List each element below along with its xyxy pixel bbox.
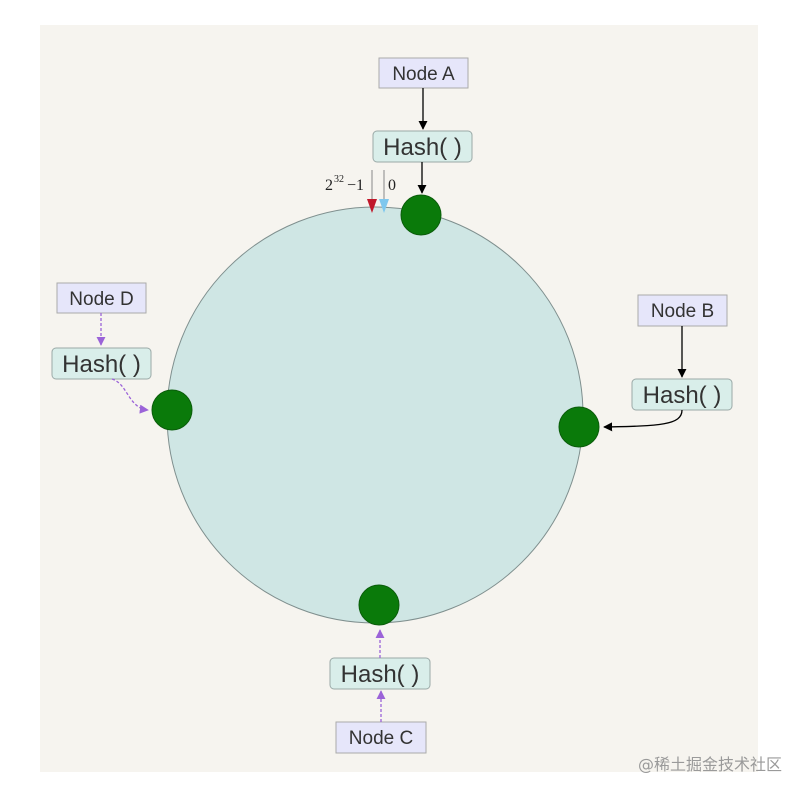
node-d-box [56,282,147,314]
hash-ring [166,206,584,624]
node-a-hash-label: Hash( ) [383,134,462,161]
node-c-group: Node C Hash( ) [329,584,431,754]
ring-boundary-markers: 2 32 −1 0 [325,170,396,213]
node-a-group: Node A Hash( ) [372,57,473,236]
node-d-ring-point [151,389,193,431]
node-a-ring-point [400,194,442,236]
node-d-hash-box [51,347,152,380]
node-d-label: Node D [69,289,133,310]
node-c-box [335,721,427,754]
node-c-ring-point [358,584,400,626]
node-b-hash-label: Hash( ) [643,382,722,409]
node-b-box [637,294,728,327]
max-value-marker [367,199,377,213]
node-b-ring-point [558,406,600,448]
node-d-hash-label: Hash( ) [62,351,141,378]
max-value-suffix: −1 [347,177,364,194]
node-d-group: Node D Hash( ) [51,282,193,431]
node-b-label: Node B [651,301,714,322]
zero-value-label: 0 [388,177,396,194]
node-a-label: Node A [392,64,455,85]
zero-value-marker [379,199,389,213]
node-b-group: Node B Hash( ) [558,294,733,448]
max-value-base: 2 [325,177,333,194]
max-value-exponent: 32 [334,174,344,185]
watermark: @稀土掘金技术社区 [638,755,782,774]
node-b-hash-arrow [603,409,683,432]
node-c-label: Node C [349,728,413,749]
node-c-hash-label: Hash( ) [341,661,420,688]
